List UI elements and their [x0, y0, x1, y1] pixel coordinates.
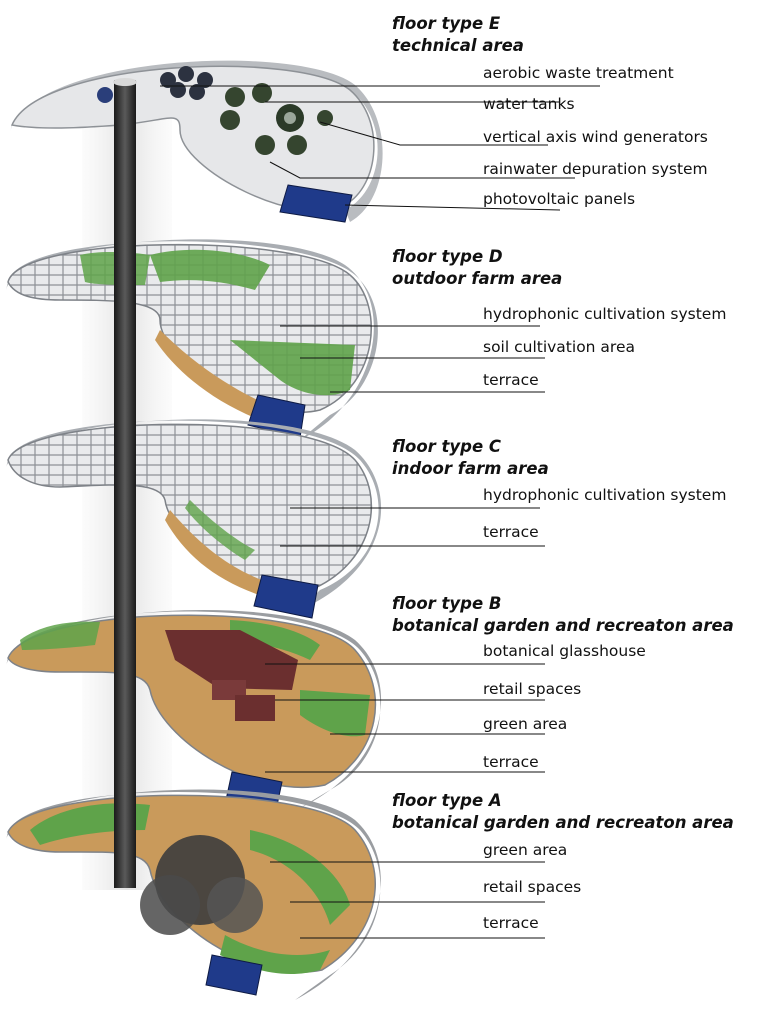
floor-c-item-2: terrace	[483, 523, 539, 541]
floor-b-item-2: retail spaces	[483, 680, 582, 698]
floor-d-item-1: hydrophonic cultivation system	[483, 305, 727, 323]
floor-e-item-1: aerobic waste treatment	[483, 64, 674, 82]
floor-b-item-3: green area	[483, 715, 568, 733]
floor-d-item-3: terrace	[483, 371, 539, 389]
floor-d-name: outdoor farm area	[392, 269, 563, 288]
central-shaft	[114, 80, 136, 888]
floor-a-type: floor type A	[392, 791, 502, 810]
floor-e-type: floor type E	[392, 14, 501, 33]
floor-a-item-1: green area	[483, 841, 568, 859]
floor-a-disc	[6, 789, 381, 1000]
floor-c-disc	[6, 419, 382, 619]
floor-b-item-4: terrace	[483, 753, 539, 771]
floor-e-disc	[10, 60, 383, 223]
floor-c-name: indoor farm area	[392, 459, 549, 478]
floor-b-item-1: botanical glasshouse	[483, 642, 646, 660]
floor-e-item-2: water tanks	[483, 95, 575, 113]
floor-d-disc	[6, 239, 378, 440]
floor-e-item-3: vertical axis wind generators	[483, 128, 708, 146]
floor-b-disc	[6, 609, 382, 811]
floor-e-name: technical area	[392, 36, 524, 55]
floor-a-item-3: terrace	[483, 914, 539, 932]
floor-e-item-4: rainwater depuration system	[483, 160, 708, 178]
floor-b-name: botanical garden and recreaton area	[392, 616, 734, 635]
floor-d-type: floor type D	[392, 247, 503, 266]
floor-c-type: floor type C	[392, 437, 502, 456]
floor-a-name: botanical garden and recreaton area	[392, 813, 734, 832]
floor-c-item-1: hydrophonic cultivation system	[483, 486, 727, 504]
floor-a-item-2: retail spaces	[483, 878, 582, 896]
leader-lines	[160, 85, 600, 939]
floor-b-type: floor type B	[392, 594, 502, 613]
floor-d-item-2: soil cultivation area	[483, 338, 635, 356]
floor-e-item-5: photovoltaic panels	[483, 190, 636, 208]
